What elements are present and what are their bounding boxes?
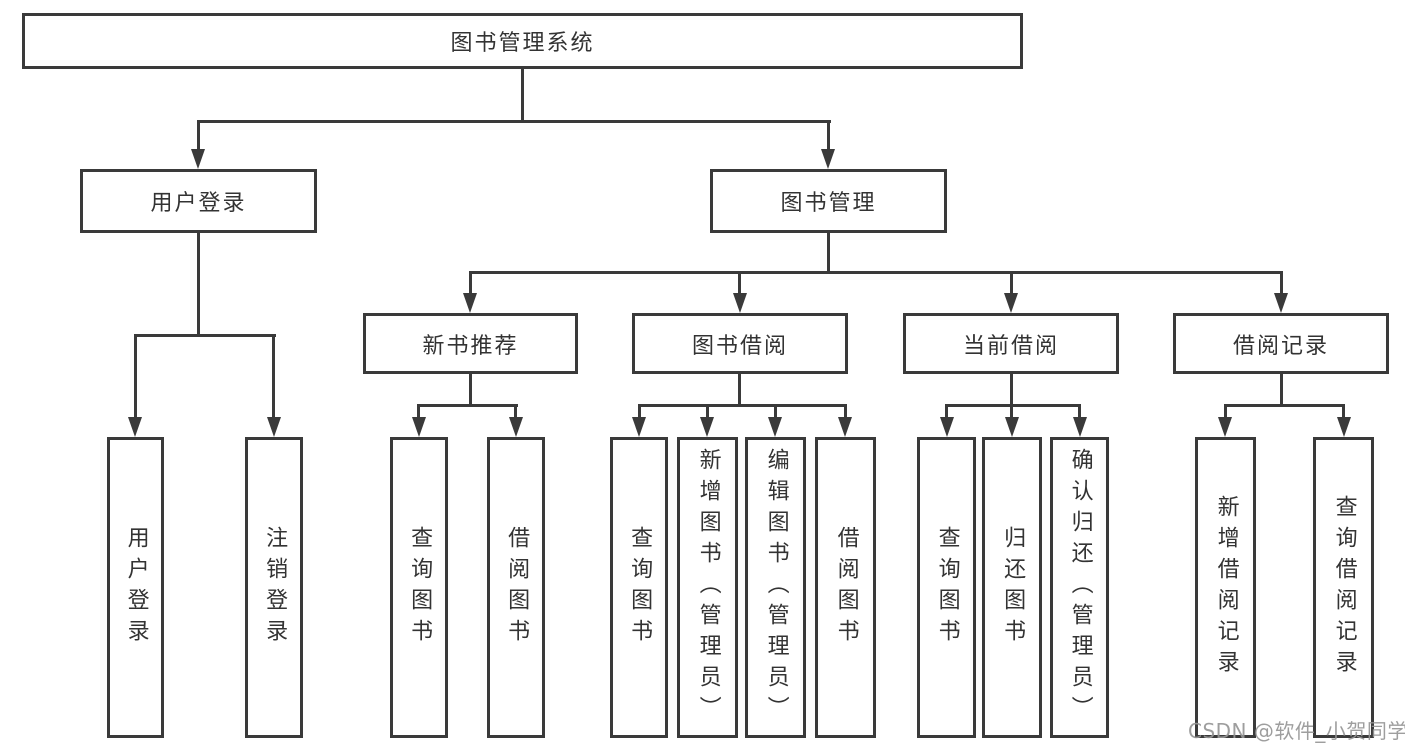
leaf-label: 查询借阅记录 <box>1331 494 1357 681</box>
arrowhead-to-new-book-recommend <box>463 293 477 313</box>
leaf-label: 借阅图书 <box>504 525 530 650</box>
leaf-borrow-query-books: 查询图书 <box>610 437 668 738</box>
node-borrow-records: 借阅记录 <box>1173 313 1389 374</box>
connector-recommend-bar <box>418 404 518 407</box>
connector-current-drop-1 <box>945 404 948 420</box>
connector-root-to-login <box>197 120 200 152</box>
arrowhead-borrow-leaf-1 <box>632 417 646 437</box>
connector-management-bar <box>469 271 1283 274</box>
connector-management-stem <box>827 232 830 273</box>
arrowhead-to-leaf-logout <box>267 417 281 437</box>
connector-login-stem <box>197 232 200 336</box>
arrowhead-borrow-leaf-3 <box>768 417 782 437</box>
leaf-label: 归还图书 <box>1000 525 1026 650</box>
connector-login-drop-2 <box>272 334 275 420</box>
arrowhead-current-leaf-1 <box>940 417 954 437</box>
leaf-records-add-record: 新增借阅记录 <box>1195 437 1256 738</box>
connector-borrow-drop-4 <box>844 404 847 420</box>
node-root: 图书管理系统 <box>22 13 1023 69</box>
connector-current-drop-2 <box>1010 404 1013 420</box>
leaf-current-query-books: 查询图书 <box>917 437 976 738</box>
connector-current-stem <box>1010 373 1013 406</box>
leaf-label: 确认归还（管理员） <box>1067 448 1093 727</box>
connector-management-drop-2 <box>738 271 741 296</box>
leaf-label: 新增图书（管理员） <box>695 448 721 727</box>
connector-management-drop-4 <box>1280 271 1283 296</box>
connector-recommend-drop-2 <box>514 404 517 420</box>
connector-root-stem <box>521 68 524 123</box>
leaf-recommend-query-books: 查询图书 <box>390 437 448 738</box>
arrowhead-to-book-management <box>821 149 835 169</box>
arrowhead-to-book-borrow <box>733 293 747 313</box>
leaf-current-return-books: 归还图书 <box>982 437 1042 738</box>
leaf-records-query-record: 查询借阅记录 <box>1313 437 1374 738</box>
arrowhead-to-borrow-records <box>1274 293 1288 313</box>
arrowhead-recommend-leaf-2 <box>509 417 523 437</box>
connector-borrow-drop-2 <box>706 404 709 420</box>
connector-borrow-bar <box>638 404 847 407</box>
leaf-logout: 注销登录 <box>245 437 303 738</box>
arrowhead-current-leaf-2 <box>1005 417 1019 437</box>
leaf-label: 借阅图书 <box>833 525 859 650</box>
connector-management-drop-3 <box>1010 271 1013 296</box>
connector-current-bar <box>945 404 1081 407</box>
leaf-borrow-borrow-books: 借阅图书 <box>815 437 876 738</box>
connector-records-drop-2 <box>1342 404 1345 420</box>
node-book-management: 图书管理 <box>710 169 947 233</box>
node-new-book-recommend: 新书推荐 <box>363 313 578 374</box>
connector-records-bar <box>1224 404 1345 407</box>
leaf-label: 新增借阅记录 <box>1213 494 1239 681</box>
leaf-label: 查询图书 <box>934 525 960 650</box>
connector-records-stem <box>1280 373 1283 406</box>
connector-recommend-stem <box>469 373 472 406</box>
leaf-label: 注销登录 <box>262 525 288 650</box>
arrowhead-to-user-login <box>191 149 205 169</box>
arrowhead-borrow-leaf-4 <box>838 417 852 437</box>
leaf-label: 编辑图书（管理员） <box>763 448 789 727</box>
arrowhead-current-leaf-3 <box>1073 417 1087 437</box>
arrowhead-to-leaf-user-login <box>128 417 142 437</box>
watermark-text: CSDN @软件_小贺同学 <box>1188 719 1405 743</box>
connector-borrow-stem <box>738 373 741 406</box>
leaf-label: 查询图书 <box>407 525 433 650</box>
connector-login-drop-1 <box>134 334 137 420</box>
leaf-label: 用户登录 <box>123 525 149 650</box>
leaf-recommend-borrow-books: 借阅图书 <box>487 437 545 738</box>
arrowhead-borrow-leaf-2 <box>700 417 714 437</box>
leaf-label: 查询图书 <box>627 525 653 650</box>
connector-current-drop-3 <box>1078 404 1081 420</box>
node-user-login: 用户登录 <box>80 169 317 233</box>
leaf-user-login: 用户登录 <box>107 437 164 738</box>
connector-borrow-drop-1 <box>638 404 641 420</box>
connector-records-drop-1 <box>1224 404 1227 420</box>
arrowhead-to-current-borrow <box>1004 293 1018 313</box>
connector-management-drop-1 <box>469 271 472 296</box>
connector-login-bar <box>134 334 276 337</box>
connector-root-to-management <box>827 120 830 152</box>
arrowhead-records-leaf-2 <box>1337 417 1351 437</box>
leaf-borrow-add-books-admin: 新增图书（管理员） <box>677 437 738 738</box>
arrowhead-records-leaf-1 <box>1218 417 1232 437</box>
leaf-current-confirm-return-admin: 确认归还（管理员） <box>1050 437 1109 738</box>
node-current-borrow: 当前借阅 <box>903 313 1119 374</box>
node-book-borrow: 图书借阅 <box>632 313 848 374</box>
connector-root-bar <box>197 120 831 123</box>
connector-borrow-drop-3 <box>774 404 777 420</box>
arrowhead-recommend-leaf-1 <box>412 417 426 437</box>
leaf-borrow-edit-books-admin: 编辑图书（管理员） <box>745 437 806 738</box>
connector-recommend-drop-1 <box>417 404 420 420</box>
